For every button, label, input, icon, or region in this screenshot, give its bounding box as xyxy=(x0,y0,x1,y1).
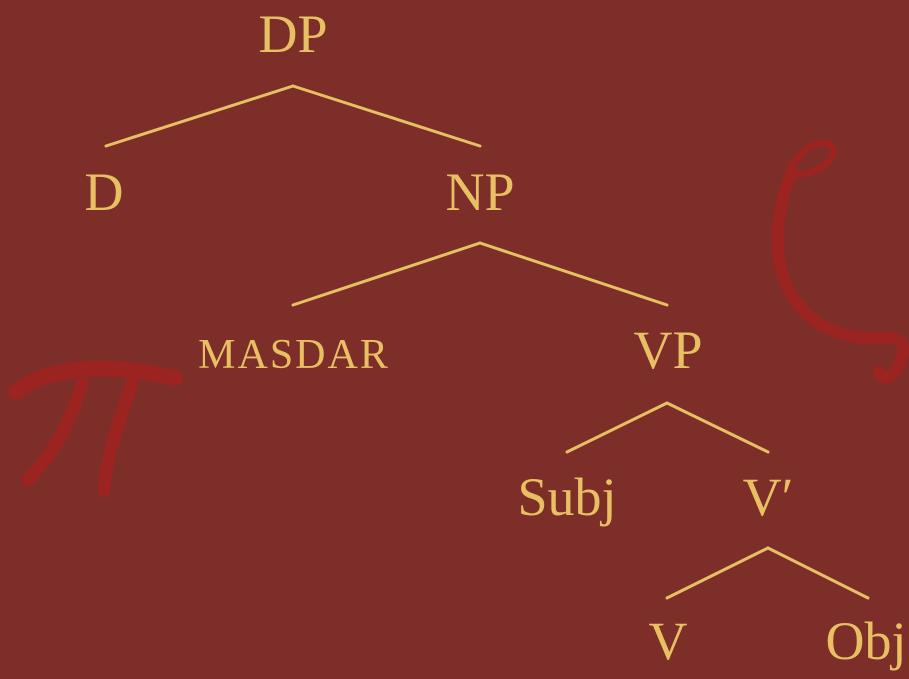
edge-vbar-obj xyxy=(766,546,870,600)
node-obj: Obj xyxy=(825,611,907,671)
edge-vbar-v xyxy=(665,546,770,600)
tree-edges xyxy=(104,84,870,600)
edge-dp-np xyxy=(291,84,482,148)
node-v-bar: V′ xyxy=(742,467,794,527)
node-np: NP xyxy=(445,162,515,222)
flourish-icon xyxy=(771,139,909,384)
edge-vp-vbar xyxy=(665,401,770,454)
edge-dp-d xyxy=(104,84,295,148)
node-v: V xyxy=(648,611,688,671)
edge-np-vp xyxy=(478,241,669,307)
node-dp: DP xyxy=(258,4,328,64)
node-d: D xyxy=(84,162,124,222)
node-masdar: MASDAR xyxy=(198,332,390,378)
node-vp: VP xyxy=(633,320,703,380)
edge-vp-subj xyxy=(565,401,669,454)
node-subj: Subj xyxy=(517,467,617,527)
edge-np-masdar xyxy=(291,241,482,307)
pi-icon xyxy=(8,360,183,497)
